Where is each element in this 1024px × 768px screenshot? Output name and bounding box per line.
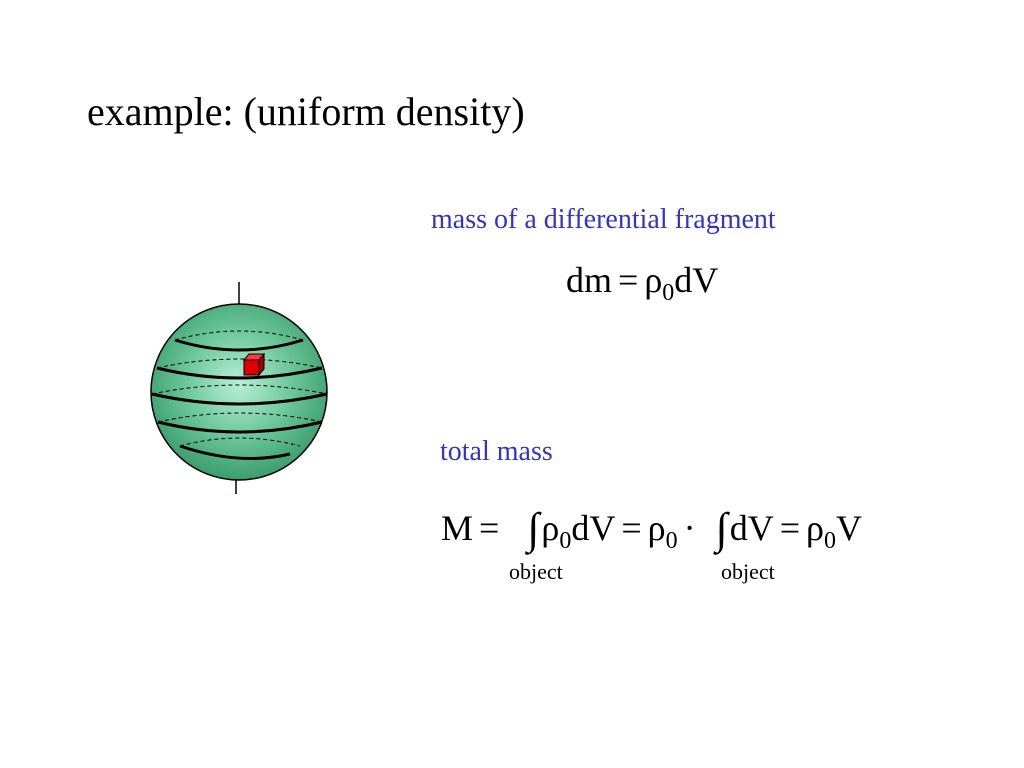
eq-m-rho2: ρ [647, 508, 666, 548]
eq-m-rho3: ρ [806, 508, 824, 548]
eq-m-v: V [835, 508, 862, 548]
eq-m-rho3-sub: 0 [823, 528, 836, 554]
integral-icon: ∫ [715, 504, 728, 553]
eq-dm-tail: dV [674, 260, 719, 300]
eq-m-equals-1: = [479, 508, 500, 548]
eq-dm-rho-sub: 0 [662, 280, 675, 306]
eq-dm-rho: ρ [644, 260, 663, 300]
sphere-diagram [140, 282, 340, 498]
label-mass-differential: mass of a differential fragment [431, 204, 776, 235]
eq-m-rho1: ρ [541, 508, 560, 548]
slide-title: example: (uniform density) [87, 89, 525, 134]
eq-dm-equals: = [618, 260, 639, 300]
ring-solid [151, 392, 328, 406]
eq-m-rho1-sub: 0 [559, 528, 572, 554]
ring-solid [179, 444, 291, 460]
ring-solid [156, 366, 323, 380]
sphere-svg [150, 282, 328, 494]
equation-total-mass: M=∫ρ0dV=ρ0·∫dV=ρ0V [441, 504, 862, 554]
eq-m-dv2: dV [729, 508, 774, 548]
eq-m-equals-2: = [621, 508, 642, 548]
eq-m-dot: · [683, 508, 696, 548]
cube-element [242, 352, 266, 377]
equation-dm: dm=ρ0dV [566, 260, 719, 305]
label-total-mass: total mass [440, 436, 553, 467]
ring-solid [157, 420, 323, 434]
ring-dashed [179, 437, 301, 447]
ring-dashed [151, 384, 328, 395]
eq-dm-lhs: dm [566, 260, 613, 300]
eq-m-rho2-sub: 0 [665, 528, 678, 554]
integral-icon: ∫ [527, 504, 540, 553]
eq-m-lhs: M [441, 508, 474, 548]
ring-dashed [174, 330, 304, 341]
integral-limit-2: object [721, 559, 775, 584]
integral-limit-1: object [509, 559, 563, 584]
ring-solid [174, 338, 304, 352]
eq-m-dv1: dV [571, 508, 616, 548]
sphere-body [150, 303, 328, 481]
eq-m-equals-3: = [779, 508, 801, 548]
